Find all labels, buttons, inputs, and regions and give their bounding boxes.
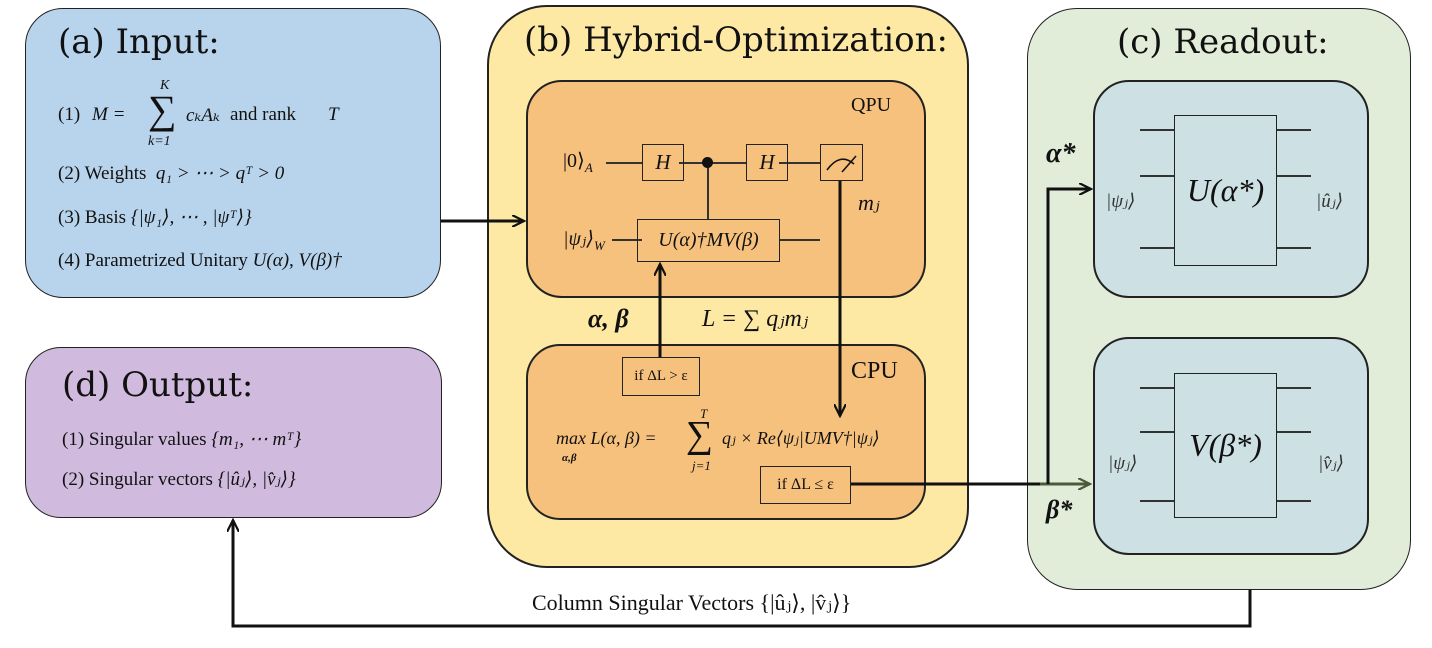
output-item-2-num: (2) xyxy=(62,469,85,490)
readout-title: (c) Readout: xyxy=(1117,22,1329,62)
params-label: α, β xyxy=(588,304,629,333)
u-in-wire-1 xyxy=(1140,129,1175,131)
v-in-wire-2 xyxy=(1140,431,1175,433)
hadamard-gate-2[interactable]: H xyxy=(746,144,788,181)
controlled-unitary-gate[interactable]: U(α)†MV(β) xyxy=(637,219,780,262)
input-item-2: (2) Weights q₁ > ⋯ > qᵀ > 0 xyxy=(58,162,284,185)
output-item-2-math: {|ûⱼ⟩, |v̂ⱼ⟩} xyxy=(217,469,296,490)
ancilla-wire-2 xyxy=(679,162,747,164)
input-item-1-tail: and rank xyxy=(230,104,296,125)
work-wire-2 xyxy=(779,239,820,241)
v-out-wire-1 xyxy=(1276,387,1311,389)
output-item-1-math: {m₁, ⋯ mᵀ} xyxy=(211,429,302,450)
alpha-star-label: α* xyxy=(1046,138,1076,169)
measurement-output-label: mⱼ xyxy=(858,190,880,215)
cpu-label: CPU xyxy=(851,358,898,384)
input-item-1-term: cₖAₖ xyxy=(186,105,220,126)
work-sub: W xyxy=(594,238,605,253)
measurement-gate[interactable] xyxy=(820,144,863,181)
qpu-label: QPU xyxy=(851,94,892,116)
input-item-3: (3) Basis {|ψ₁⟩, ⋯ , |ψᵀ⟩} xyxy=(58,206,252,229)
sum-lower-k: k=1 xyxy=(148,134,171,149)
v-out-wire-3 xyxy=(1276,500,1311,502)
ancilla-sub: A xyxy=(584,160,593,175)
output-item-2: (2) Singular vectors {|ûⱼ⟩, |v̂ⱼ⟩} xyxy=(62,468,296,491)
input-item-4-num: (4) xyxy=(58,250,81,271)
continue-condition-box[interactable]: if ΔL > ε xyxy=(622,357,700,396)
objective-under: α,β xyxy=(562,452,577,464)
input-panel xyxy=(25,8,441,298)
output-item-1-text: Singular values xyxy=(88,429,207,450)
input-item-1-var: T xyxy=(328,104,339,125)
objective-rhs: qⱼ × Re⟨ψⱼ|UMV†|ψⱼ⟩ xyxy=(722,428,880,448)
v-output-state: |v̂ⱼ⟩ xyxy=(1318,453,1345,474)
hybrid-title: (b) Hybrid-Optimization: xyxy=(524,20,948,60)
u-unitary-gate[interactable]: U(α*) xyxy=(1174,115,1277,266)
input-item-3-num: (3) xyxy=(58,207,81,228)
feedback-label: Column Singular Vectors {|ûⱼ⟩, |v̂ⱼ⟩} xyxy=(532,590,852,615)
objective-sum-symbol: ∑ xyxy=(686,414,714,456)
ancilla-ket: |0⟩ xyxy=(563,150,585,172)
v-in-wire-3 xyxy=(1140,500,1175,502)
work-wire-1 xyxy=(612,239,642,241)
work-input-label: |ψⱼ⟩W xyxy=(563,226,605,254)
input-item-4-math: U(α), V(β)† xyxy=(252,250,342,271)
objective-function: max L(α, β) = α,β T ∑ j=1 qⱼ × Re⟨ψⱼ|UMV… xyxy=(556,406,926,476)
u-input-state: |ψⱼ⟩ xyxy=(1106,191,1136,212)
u-output-state: |ûⱼ⟩ xyxy=(1316,191,1344,212)
input-item-1-lhs: M = xyxy=(92,104,126,125)
loss-label: L = ∑ qⱼmⱼ xyxy=(702,306,809,332)
control-dot xyxy=(702,157,713,168)
ancilla-wire-1 xyxy=(606,162,642,164)
output-title: (d) Output: xyxy=(62,365,254,405)
v-out-wire-2 xyxy=(1276,431,1311,433)
v-unitary-gate[interactable]: V(β*) xyxy=(1174,373,1277,518)
v-in-wire-1 xyxy=(1140,387,1175,389)
sum-symbol: ∑ xyxy=(148,87,177,132)
input-item-3-text: Basis xyxy=(84,207,127,228)
u-out-wire-3 xyxy=(1276,247,1311,249)
u-circuit-panel xyxy=(1093,80,1369,298)
v-input-state: |ψⱼ⟩ xyxy=(1108,453,1138,474)
u-in-wire-3 xyxy=(1140,247,1175,249)
input-item-1-num: (1) xyxy=(58,104,81,125)
work-ket: |ψⱼ⟩ xyxy=(563,228,595,250)
u-out-wire-1 xyxy=(1276,129,1311,131)
output-item-2-text: Singular vectors xyxy=(88,469,213,490)
output-item-1: (1) Singular values {m₁, ⋯ mᵀ} xyxy=(62,428,301,451)
ancilla-input-label: |0⟩A xyxy=(563,148,593,176)
input-item-2-math: q₁ > ⋯ > qᵀ > 0 xyxy=(155,163,285,184)
hadamard-gate-1[interactable]: H xyxy=(642,144,684,181)
stop-condition-box[interactable]: if ΔL ≤ ε xyxy=(760,466,851,504)
cpu-panel xyxy=(526,344,926,520)
input-item-4: (4) Parametrized Unitary U(α), V(β)† xyxy=(58,250,342,272)
objective-lhs: max L(α, β) = xyxy=(556,428,657,448)
sum-upper-K: K xyxy=(160,78,170,93)
objective-sum-lower: j=1 xyxy=(692,458,711,473)
ancilla-wire-3 xyxy=(779,162,820,164)
output-item-1-num: (1) xyxy=(62,429,85,450)
u-out-wire-2 xyxy=(1276,175,1311,177)
objective-sum-upper: T xyxy=(700,406,708,421)
control-line xyxy=(707,162,709,219)
meter-icon xyxy=(825,154,857,173)
input-item-3-math: {|ψ₁⟩, ⋯ , |ψᵀ⟩} xyxy=(130,207,252,228)
beta-star-label: β* xyxy=(1046,495,1073,524)
u-in-wire-2 xyxy=(1140,175,1175,177)
input-title: (a) Input: xyxy=(58,22,220,62)
output-panel xyxy=(25,347,442,518)
input-item-2-text: Weights xyxy=(84,163,147,184)
input-item-2-num: (2) xyxy=(58,163,81,184)
input-item-4-text: Parametrized Unitary xyxy=(84,250,248,271)
